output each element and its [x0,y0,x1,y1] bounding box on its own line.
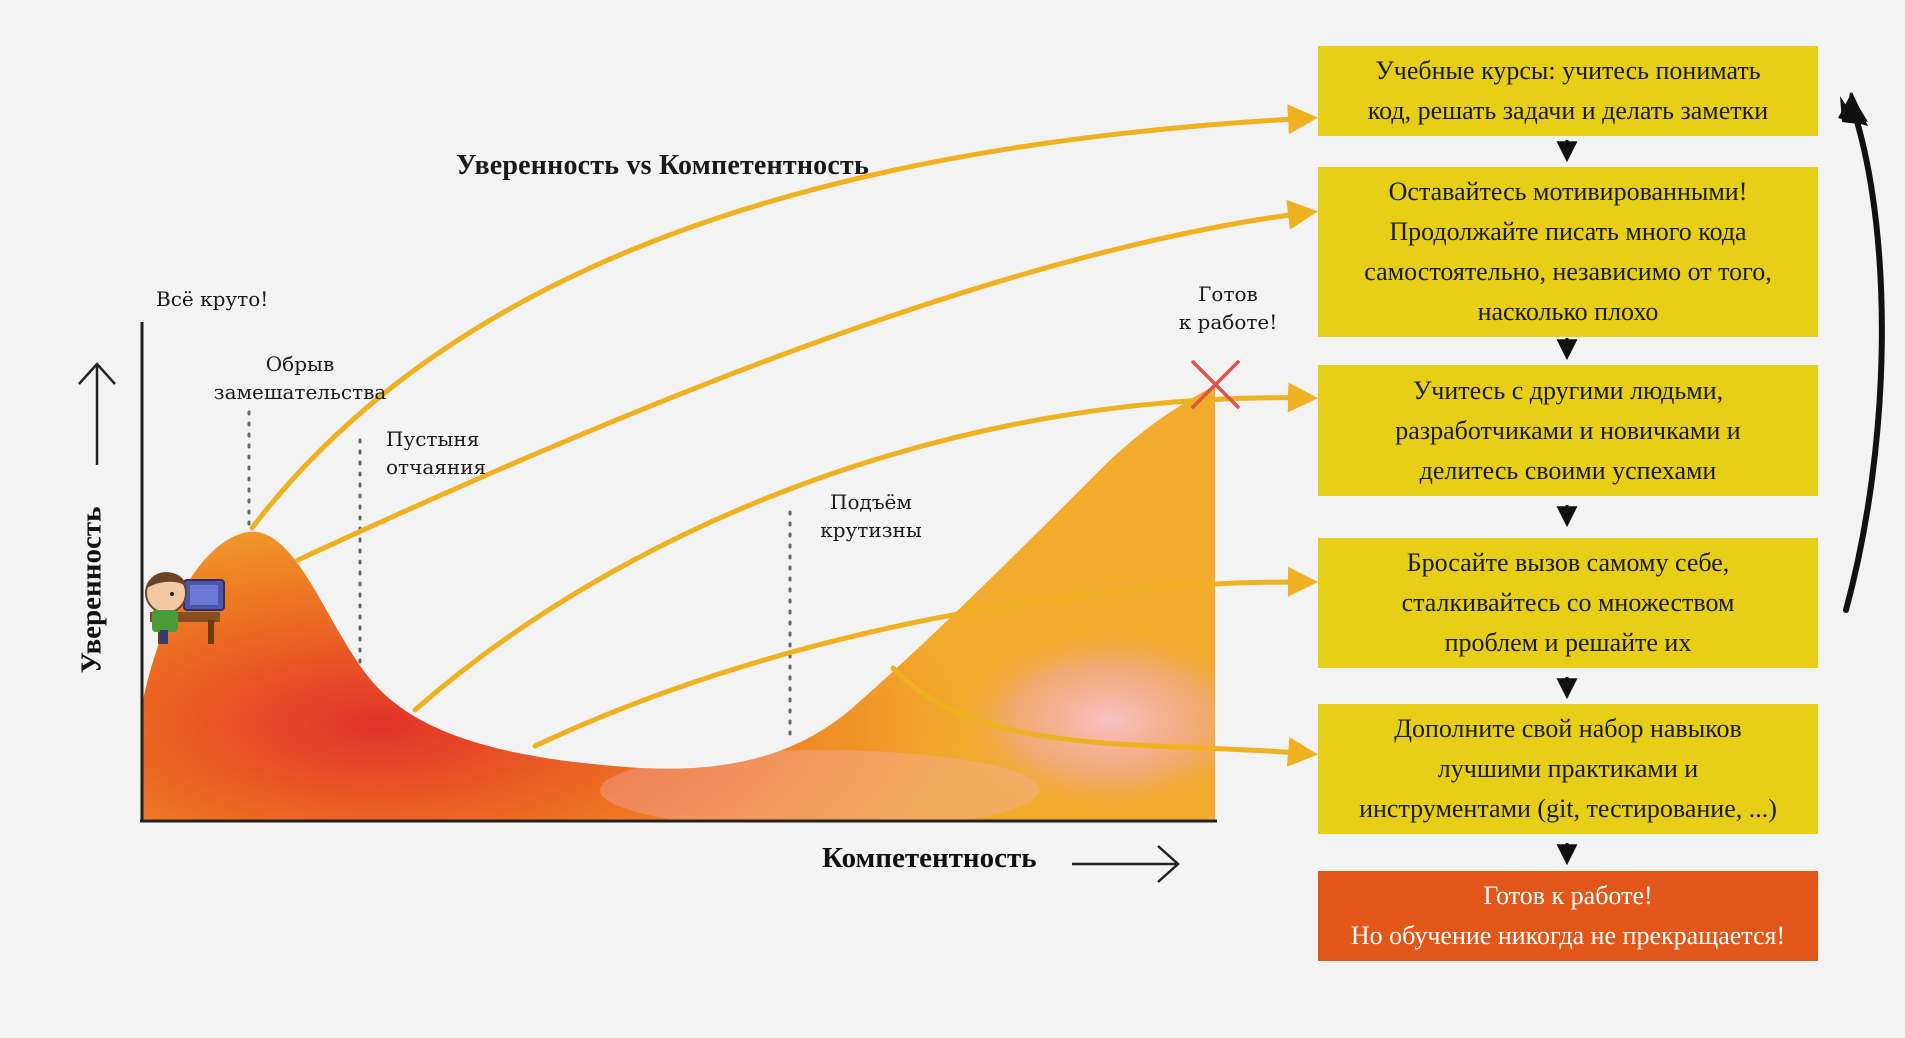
connector-arrow-skills [890,665,1318,767]
student-at-computer-icon [145,572,225,644]
confidence-curve [143,385,1215,820]
step-box-motivation: Оставайтесь мотивированными! Продолжайте… [1318,167,1818,337]
step-box-community: Учитесь с другими людьми, разработчиками… [1318,365,1818,496]
phase-markers [247,410,792,738]
cycle-return-arrow [1838,92,1885,613]
connector-arrows [249,104,1318,767]
connector-arrow-community [412,382,1318,713]
cross-mark-icon [1191,360,1240,409]
x-axis-label: Компетентность [822,842,1037,874]
diagram-title: Уверенность vs Компетентность [456,150,869,181]
connector-arrow-courses [249,104,1318,531]
step-box-skills: Дополните свой набор навыков лучшими пра… [1318,704,1818,834]
step-box-courses: Учебные курсы: учитесь понимать код, реш… [1318,46,1818,136]
phase-label-slope: Подъём крутизны [820,490,922,542]
x-direction-arrow [1072,845,1180,883]
phase-label-all-cool: Всё круто! [156,287,269,311]
step-box-challenge: Бросайте вызов самому себе, сталкивайтес… [1318,538,1818,668]
connector-arrow-motivation [295,200,1318,563]
phase-label-job-ready: Готов к работе! [1178,282,1278,334]
phase-label-desert: Пустыня отчаяния [386,427,487,479]
step-box-job-ready: Готов к работе! Но обучение никогда не п… [1318,871,1818,961]
connector-arrow-challenge [532,566,1318,749]
y-axis-label: Уверенность [75,506,108,674]
phase-label-cliff: Обрыв замешательства [213,352,387,404]
y-direction-arrow [78,362,116,465]
